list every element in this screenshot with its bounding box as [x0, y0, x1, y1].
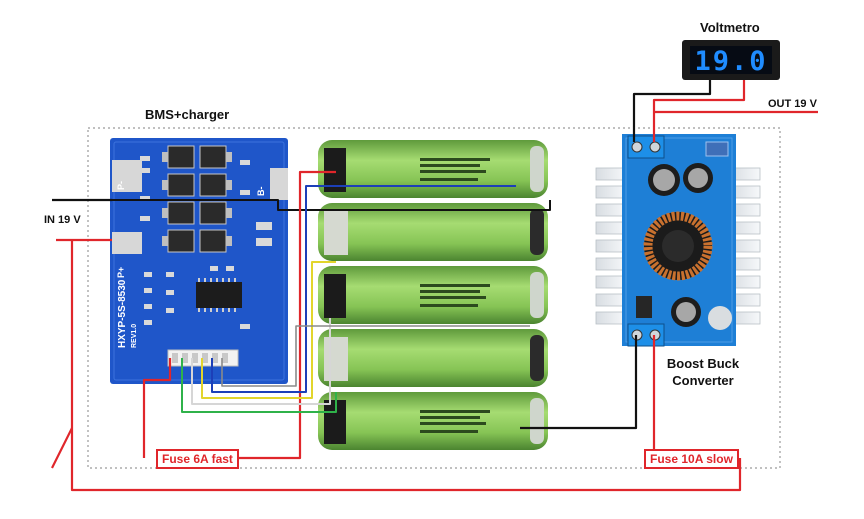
wire-red-fuse6 — [238, 170, 336, 460]
wire-blue — [211, 185, 516, 393]
voltmeter-label: Voltmetro — [700, 20, 760, 35]
pad-p-plus — [112, 232, 142, 254]
battery-cell — [318, 392, 548, 450]
wire-break-mark — [51, 427, 73, 469]
pcb-model-text: HXYP-5S-8530 — [117, 279, 128, 348]
wire-black — [632, 80, 712, 142]
pad-p-minus — [112, 160, 142, 192]
wiring — [51, 80, 818, 492]
wire-red — [652, 80, 746, 142]
wire-black-bms — [112, 199, 551, 211]
wire-yellow — [201, 261, 336, 399]
wire-grey — [221, 325, 530, 387]
pad-b-minus — [270, 168, 288, 200]
boost-buck-converter — [595, 134, 761, 347]
wire-red-loop — [70, 240, 742, 492]
battery-cell — [318, 140, 548, 198]
battery-cell — [318, 266, 548, 324]
out-voltage-label: OUT 19 V — [768, 98, 817, 110]
wire-red-bms-conn — [142, 358, 172, 458]
wire-black-conv-in — [520, 335, 638, 430]
wire-white — [191, 318, 331, 405]
enclosure-outline — [87, 127, 781, 469]
pcb-p-plus-text: P+ — [116, 267, 126, 278]
in-voltage-label: IN 19 V — [44, 214, 81, 226]
pcb-p-minus-text: P- — [116, 181, 126, 190]
converter-label-line2: Converter — [672, 373, 734, 388]
bms-board: HXYP-5S-8530 REV1.0 P- P+ B- — [110, 138, 288, 384]
bms-label: BMS+charger — [145, 107, 230, 122]
pcb-b-minus-text: B- — [256, 187, 266, 197]
voltmeter: 19.0 — [682, 40, 780, 80]
battery-cell — [318, 329, 548, 387]
converter-label-line1: Boost Buck — [666, 356, 740, 371]
battery-pack — [318, 140, 548, 450]
pcb-rev-text: REV1.0 — [131, 324, 138, 348]
voltmeter-display: 19.0 — [694, 46, 767, 77]
battery-cell — [318, 203, 548, 261]
wire-green — [181, 358, 337, 413]
fuse-10a-slow: Fuse 10A slow — [644, 449, 739, 469]
fuse-6a-fast: Fuse 6A fast — [156, 449, 239, 469]
